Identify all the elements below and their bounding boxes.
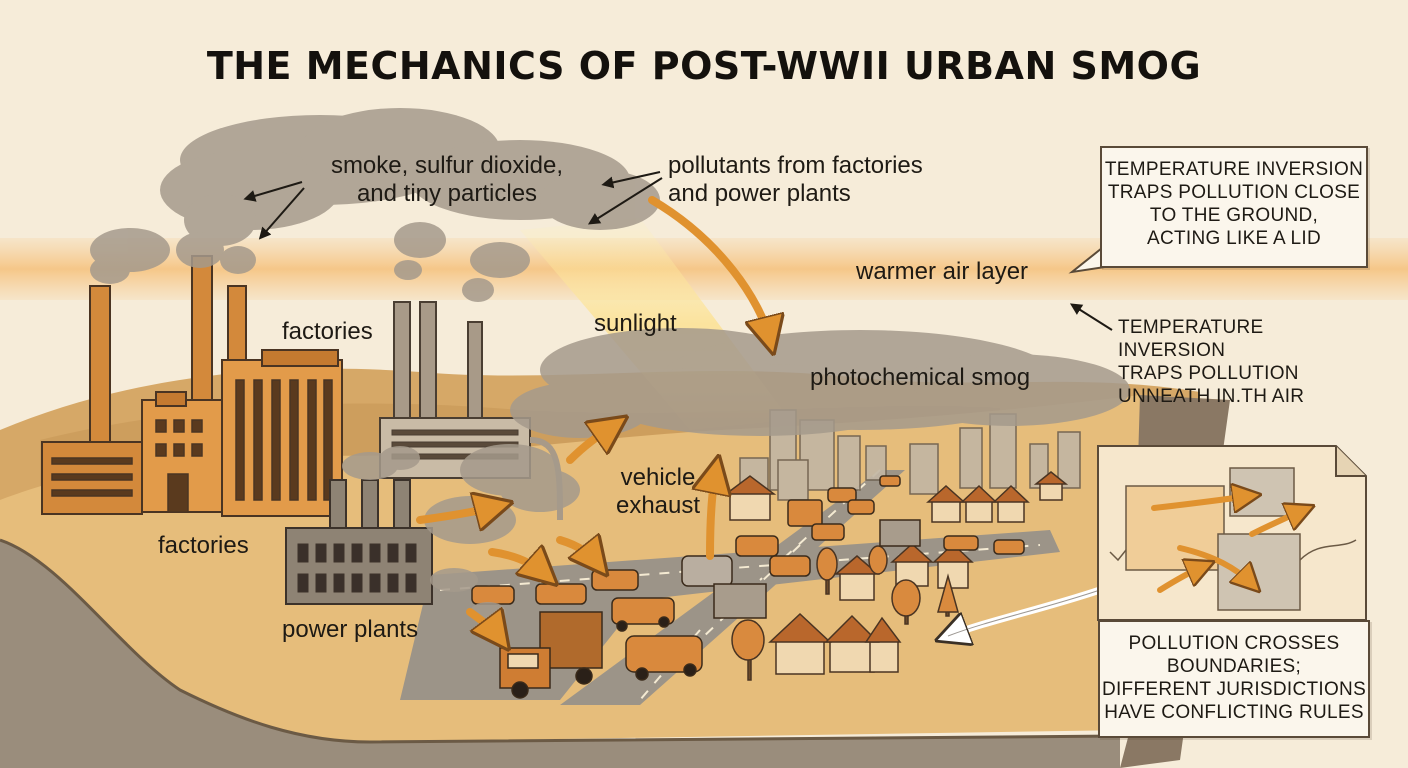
flow-arrows — [416, 196, 770, 638]
callout-inversion-air-text: TEMPERATURE INVERSION TRAPS POLLUTION UN… — [1118, 317, 1305, 407]
houses — [723, 471, 1069, 675]
trees — [731, 545, 959, 681]
label-smoke: smoke, sulfur dioxide, and tiny particle… — [330, 152, 564, 207]
vehicles — [471, 475, 1025, 699]
pointer-arrows — [243, 171, 1113, 331]
label-factories-bottom: factories — [158, 532, 249, 559]
callout-inversion-lid: TEMPERATURE INVERSION TRAPS POLLUTION CL… — [1100, 146, 1368, 268]
label-power-plants: power plants — [282, 616, 419, 643]
jurisdiction-map — [1097, 445, 1367, 621]
label-warmer-air-layer: warmer air layer — [856, 258, 1029, 285]
power-plant — [285, 479, 433, 605]
page-title: THE MECHANICS OF POST-WWII URBAN SMOG — [206, 44, 1202, 88]
label-pollutants: pollutants from factories and power plan… — [668, 152, 923, 207]
callout-boundaries: POLLUTION CROSSES BOUNDARIES; DIFFERENT … — [1098, 620, 1370, 738]
factory-complex-left — [41, 255, 343, 517]
label-vehicle-exhaust: vehicle exhaust — [615, 464, 701, 519]
callout-boundaries-text: POLLUTION CROSSES BOUNDARIES; DIFFERENT … — [1101, 633, 1367, 723]
label-sunlight: sunlight — [594, 310, 677, 337]
callout-inversion-lid-text: TEMPERATURE INVERSION TRAPS POLLUTION CL… — [1104, 159, 1364, 249]
delivery-truck — [499, 611, 603, 699]
label-factories-top: factories — [282, 318, 373, 345]
foreground-hill — [0, 540, 1120, 768]
label-photochemical-smog: photochemical smog — [810, 364, 1031, 391]
